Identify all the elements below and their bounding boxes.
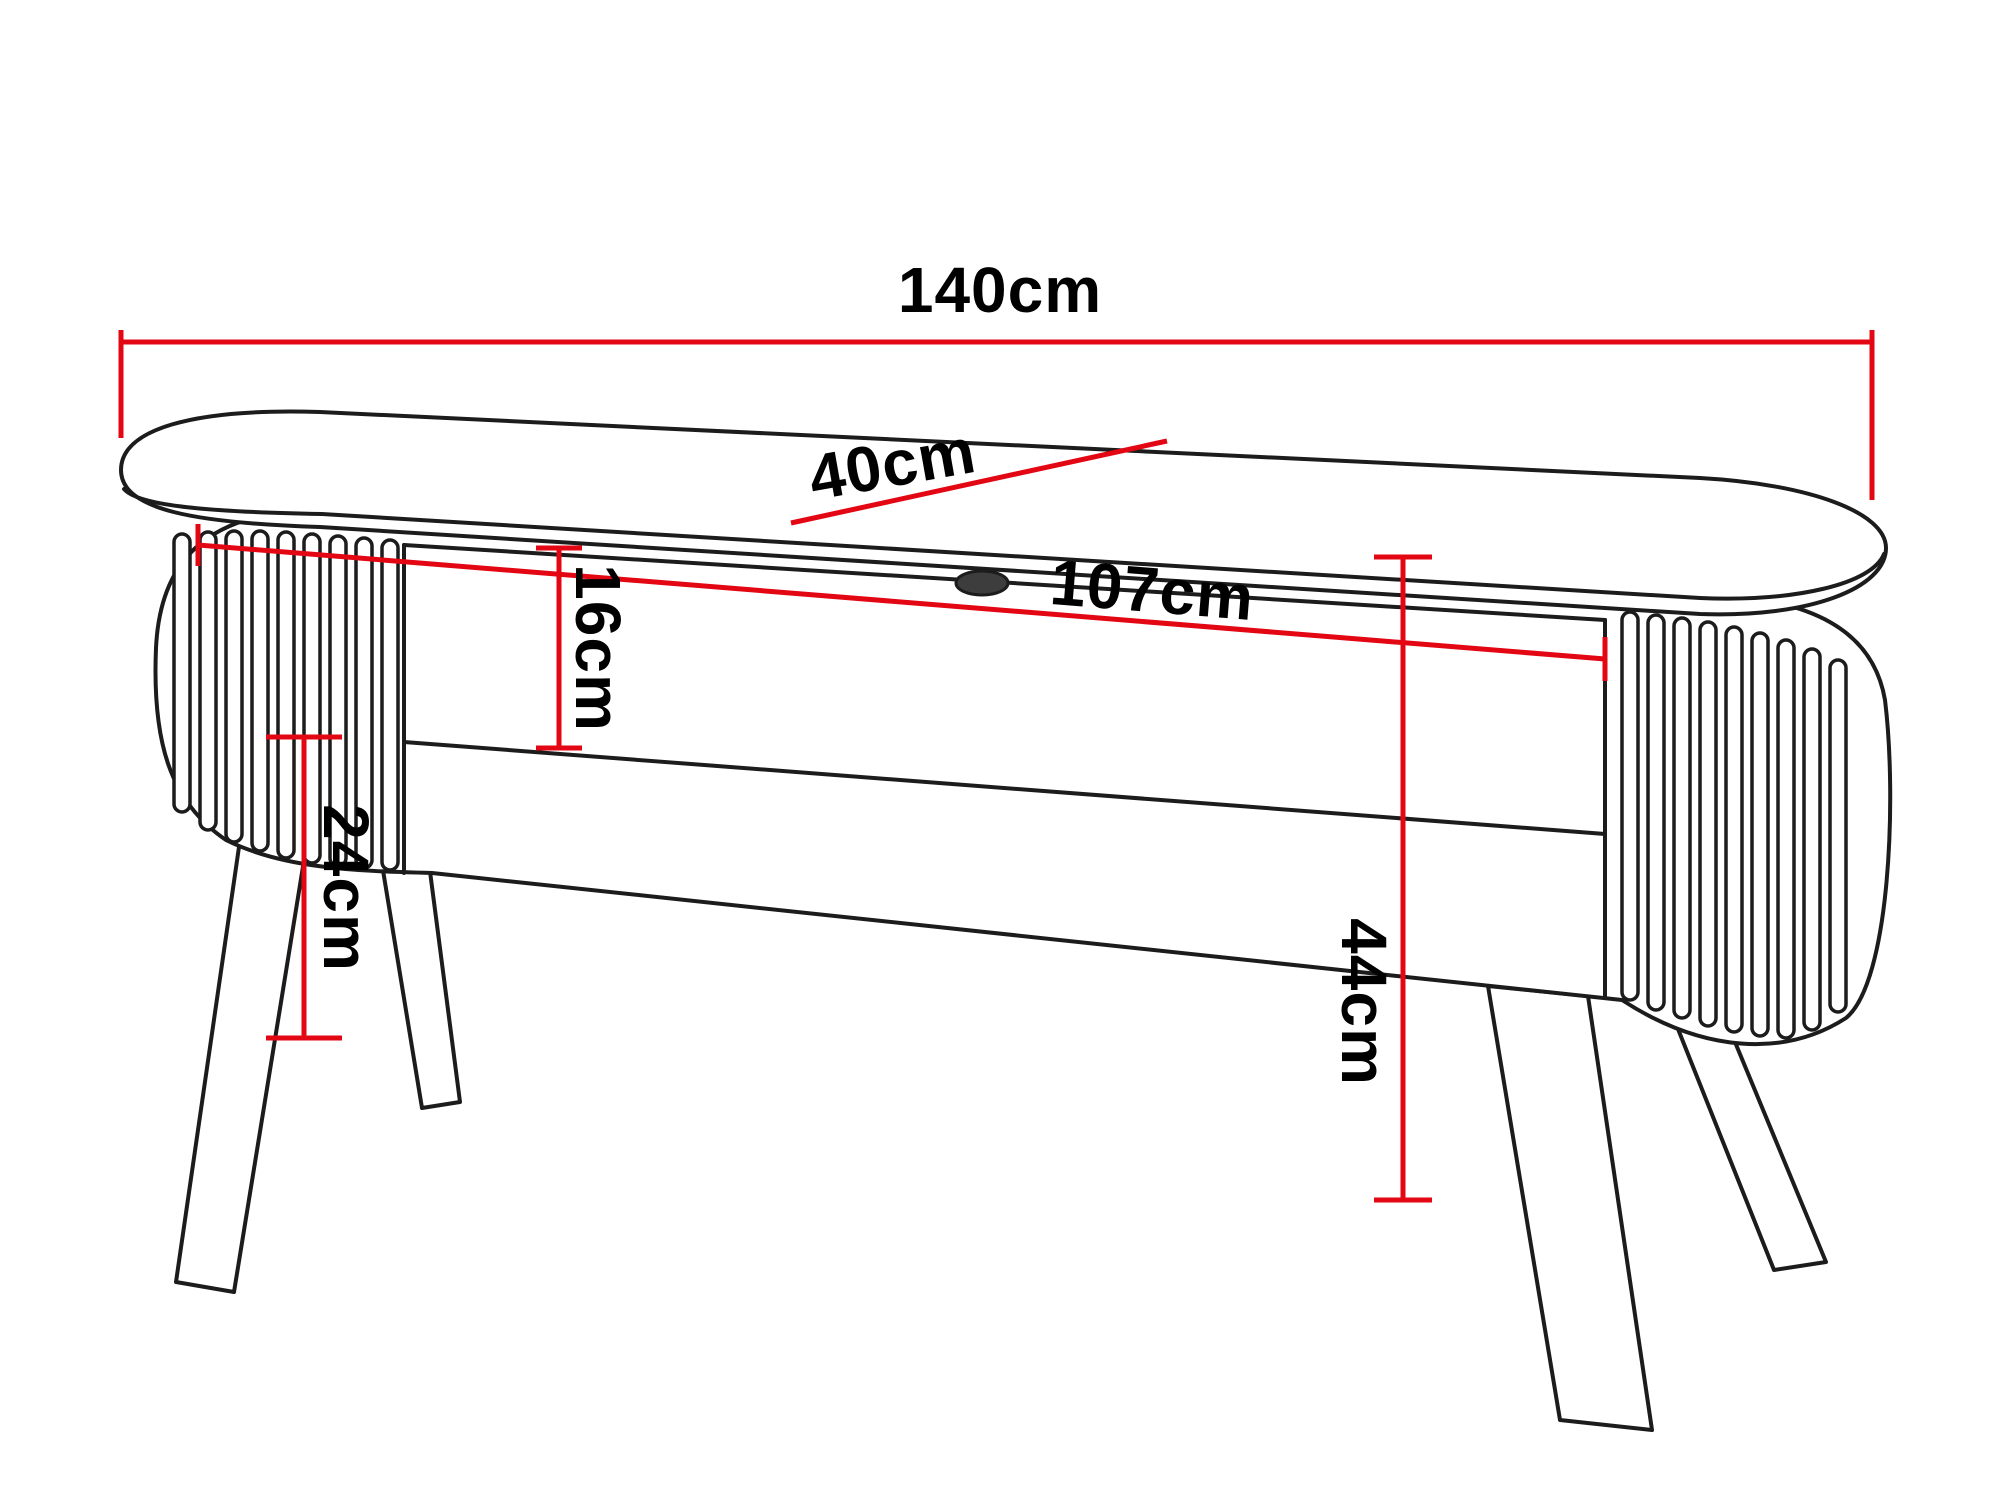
dim-inner-width-label: 107cm xyxy=(1048,546,1257,634)
dimension-overall-height: 44cm xyxy=(1328,554,1432,1203)
slat xyxy=(1646,613,1666,1012)
dimension-leg-height: 24cm xyxy=(266,734,382,1041)
slat xyxy=(276,530,296,860)
slat xyxy=(1698,620,1718,1028)
back-left-leg xyxy=(378,850,462,1110)
slat xyxy=(1828,658,1848,1014)
slat xyxy=(1776,638,1796,1040)
furniture-drawing xyxy=(119,409,1893,1432)
front-right-leg xyxy=(1486,984,1654,1432)
slat xyxy=(198,530,218,832)
dimension-overall-width: 140cm xyxy=(118,254,1875,500)
cable-hole xyxy=(954,569,1010,597)
slat xyxy=(224,529,244,844)
dim-overall-height-label: 44cm xyxy=(1328,918,1400,1086)
dim-line xyxy=(790,438,1168,526)
front-left-leg xyxy=(174,838,308,1294)
slat xyxy=(1802,647,1822,1032)
dim-niche-height-label: 16cm xyxy=(562,564,634,732)
slat xyxy=(1750,631,1770,1038)
dim-leg-height-label: 24cm xyxy=(310,804,382,972)
slat xyxy=(354,536,374,870)
slat xyxy=(302,532,322,865)
back-right-leg xyxy=(1674,1022,1828,1272)
top-slab xyxy=(119,409,1888,617)
top-slab-edge-line xyxy=(122,487,1886,601)
slat xyxy=(172,532,192,814)
left-slat-panel xyxy=(172,529,400,872)
right-slat-panel xyxy=(1620,610,1848,1040)
dimension-niche-height: 16cm xyxy=(536,545,634,751)
slat xyxy=(380,538,400,872)
dim-overall-width-label: 140cm xyxy=(898,254,1102,326)
slat xyxy=(1672,616,1692,1020)
slat xyxy=(250,529,270,853)
slat xyxy=(1724,625,1744,1034)
slat xyxy=(1620,610,1640,1002)
body-outline xyxy=(153,508,1893,1047)
dimension-inner-width: 107cm xyxy=(195,524,1608,681)
slat xyxy=(328,534,348,868)
dim-line xyxy=(197,542,1606,662)
